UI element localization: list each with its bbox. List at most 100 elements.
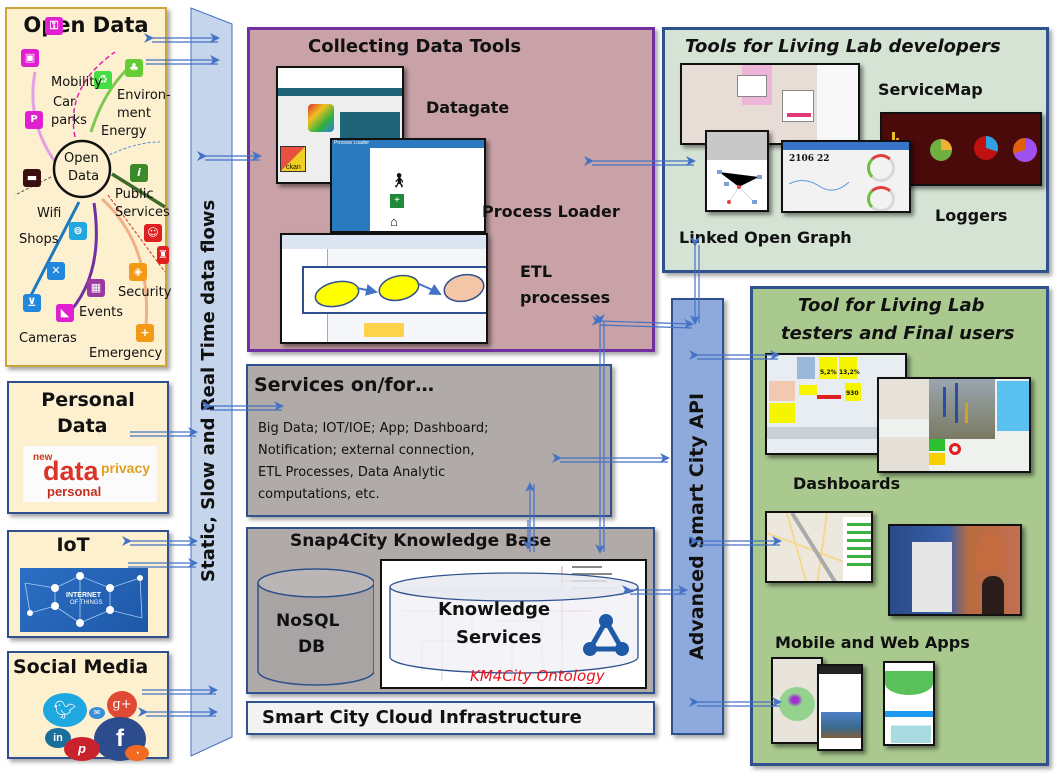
knowledge-services-box: Knowledge Services KM4City Ontology: [380, 559, 647, 689]
process-loader-label: Process Loader: [482, 202, 620, 221]
logger-pie-1: [974, 136, 998, 160]
iot-title: IoT: [56, 534, 90, 556]
etl-flow-diagram: [302, 266, 486, 314]
emergency-plus-icon: +: [136, 324, 154, 342]
services-line-1: Big Data; IOT/IOE; App; Dashboard;: [258, 421, 489, 436]
servicemap-label: ServiceMap: [878, 80, 983, 99]
km4city-ontology-label: KM4City Ontology: [470, 667, 605, 685]
label-shops: Shops: [19, 232, 59, 247]
data-flow-band: [190, 7, 233, 757]
wifi-antenna-icon: ⊚: [69, 222, 87, 240]
etl-screenshot: [280, 233, 488, 344]
label-cameras: Cameras: [19, 331, 77, 346]
ckan-label: ckan: [286, 164, 301, 171]
social-media-title: Social Media: [13, 656, 149, 678]
person-silhouette: [982, 576, 1004, 614]
mail-icon: ✉: [89, 707, 105, 719]
knowledge-base-title: Snap4City Knowledge Base: [290, 531, 552, 551]
pinterest-icon: p: [64, 737, 100, 761]
label-mobility: Mobility: [51, 75, 103, 90]
developer-tools-title: Tools for Living Lab developers: [685, 36, 1001, 57]
car-key-icon: ⚿: [45, 17, 63, 35]
label-services: Services: [115, 205, 170, 220]
cloud-word-data: data: [43, 456, 99, 486]
nosql-db-cylinder: [257, 568, 374, 686]
etl-label: ETL: [520, 262, 553, 281]
web-app-map-streets: [767, 513, 871, 581]
house-icon: ⌂: [390, 214, 398, 229]
datagate-label: Datagate: [426, 98, 510, 117]
cloud-infrastructure-panel: Smart City Cloud Infrastructure: [246, 701, 655, 735]
services-line-2: Notification; external connection,: [258, 443, 475, 458]
logger-pie-2: [1013, 138, 1037, 162]
final-users-title-1: Tool for Living Lab: [798, 295, 985, 316]
linked-open-graph-screenshot: [705, 130, 769, 212]
dashboard-screenshot-2: [877, 377, 1031, 473]
final-users-tools-panel: Tool for Living Lab testers and Final us…: [750, 286, 1049, 766]
open-data-mindmap: [14, 51, 166, 338]
loggers-label: Loggers: [935, 206, 1008, 225]
smart-city-api-label: Advanced Smart City API: [686, 392, 708, 660]
shopping-cart-icon: ⊻: [23, 294, 41, 312]
dashboard-value-2: 22: [817, 154, 830, 164]
mobile-app-screenshot-1: [771, 657, 823, 744]
linked-open-graph-label: Linked Open Graph: [679, 228, 852, 247]
firenze-dashboard-screenshot: 2106 22: [781, 140, 911, 213]
services-panel: Services on/for… Big Data; IOT/IOE; App;…: [246, 364, 612, 517]
dash-kpi-3: [845, 383, 861, 401]
ontology-molecule-icon: [582, 613, 630, 657]
open-data-title: Open Data: [23, 13, 149, 37]
collecting-data-tools-panel: Collecting Data Tools ckan Datagate Proc…: [247, 27, 655, 352]
smart-city-api-panel: [671, 298, 724, 735]
services-title: Services on/for…: [254, 374, 435, 396]
tree-icon: ♣: [125, 59, 143, 77]
etl-note: [364, 323, 404, 337]
mobile-bar-chart: [891, 721, 931, 743]
social-media-panel: Social Media 🐦︎ ✉ g+ in f p ◔: [7, 651, 169, 761]
totem-photo: [888, 524, 1022, 616]
label-parks: parks: [51, 113, 87, 128]
collecting-title: Collecting Data Tools: [308, 36, 522, 57]
services-line-4: computations, etc.: [258, 487, 380, 502]
knowledge-services-label-2: Services: [456, 627, 542, 648]
label-events: Events: [79, 305, 124, 320]
dash-value-1: 5,2%: [820, 369, 837, 376]
process-loader-header: Process Loader: [334, 140, 370, 146]
knowledge-services-label-1: Knowledge: [438, 599, 551, 620]
developer-tools-panel: Tools for Living Lab developers ServiceM…: [662, 27, 1049, 273]
dash-kpi-1: [819, 357, 837, 379]
molecule-svg: [583, 614, 629, 656]
cloud-word-new: new: [33, 452, 53, 463]
recycle-icon: ♻: [94, 71, 112, 89]
theatre-icon: ☺: [144, 224, 162, 242]
knowledge-base-panel: Snap4City Knowledge Base NoSQL DB Knowle…: [246, 527, 655, 694]
open-data-center-2: Data: [68, 169, 100, 184]
services-line-3: ETL Processes, Data Analytic: [258, 465, 446, 480]
dash-kpi-2: [839, 357, 857, 379]
hiker-icon: 🚶︎: [390, 172, 408, 188]
mobile-app-screenshot-2: [817, 664, 863, 751]
data-flow-band-label: Static, Slow and Real Time data flows: [198, 199, 219, 582]
nosql-label-1: NoSQL: [276, 611, 340, 631]
km4city-logo: [308, 104, 334, 132]
info-icon: i: [130, 164, 148, 182]
monument-icon: ♜: [157, 246, 169, 264]
cloud-word-personal: personal: [47, 484, 102, 499]
iot-network-image: INTERNET OF THINGS: [20, 568, 148, 632]
dash-donut: [949, 443, 961, 455]
events-icon: ▦: [87, 279, 105, 297]
label-security: Security: [118, 285, 172, 300]
cloud-infrastructure-label: Smart City Cloud Infrastructure: [262, 707, 582, 728]
label-public: Public: [115, 187, 154, 202]
final-users-title-2: testers and Final users: [781, 323, 1015, 344]
personal-data-title-2: Data: [57, 415, 108, 437]
web-app-map-screenshot: [765, 511, 873, 583]
cloud-word-privacy: privacy: [101, 460, 151, 476]
first-aid-icon: +: [390, 194, 404, 208]
nosql-label-2: DB: [298, 637, 326, 657]
dash-value-2: 13,2%: [839, 369, 860, 376]
label-emergency: Emergency: [89, 346, 163, 361]
etl-flow-svg: [314, 273, 485, 308]
mobile-map-area: [885, 671, 933, 695]
open-data-center-1: Open: [64, 151, 99, 166]
